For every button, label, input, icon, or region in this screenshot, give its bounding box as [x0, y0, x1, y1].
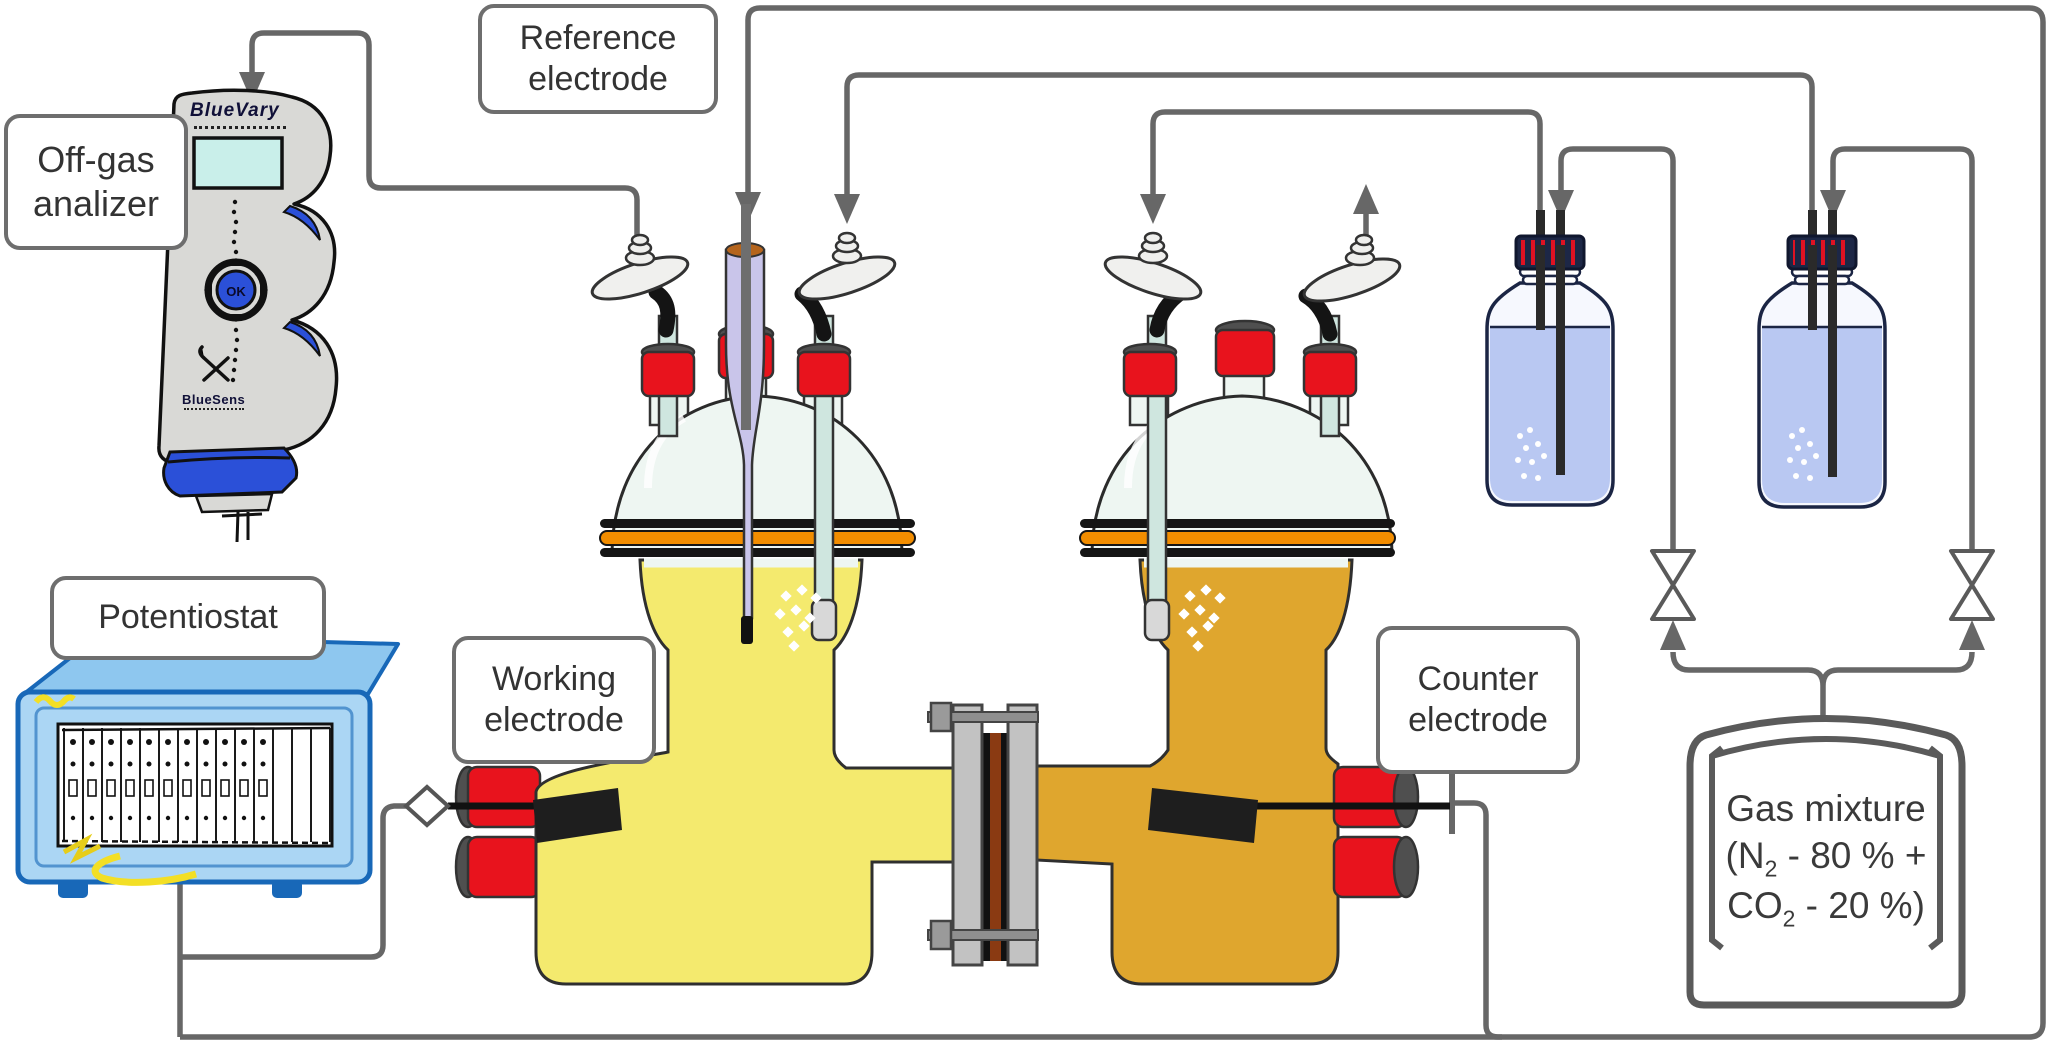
- reactor-right-side-ports: [1332, 765, 1420, 899]
- counter-electrode-plate: [1148, 788, 1258, 843]
- potentiostat-module-panel: [56, 722, 334, 848]
- flow-arrow-bottle1-icon: [1548, 190, 1574, 220]
- potentiostat-device: [15, 634, 400, 898]
- label-line: Counter: [1417, 659, 1539, 698]
- label-reference-electrode: Reference electrode: [478, 4, 718, 114]
- label-offgas-analyzer: Off-gas analizer: [4, 114, 188, 250]
- flow-arrow-bottle2-icon: [1820, 190, 1846, 220]
- gas-line-bottle-1: [1558, 146, 1676, 555]
- gas-line-left-reactor: [844, 72, 1815, 233]
- membrane-clamp: [927, 701, 1039, 967]
- gas-line-right-reactor: [1150, 109, 1543, 233]
- yellow-cable: [91, 852, 198, 886]
- gas-mixture-n2: (N2 - 80 % +: [1725, 834, 1927, 881]
- label-counter-electrode: Counter electrode: [1376, 626, 1580, 774]
- label-line: electrode: [528, 60, 668, 98]
- valve-2-icon: [1949, 549, 1995, 621]
- label-line: Potentiostat: [98, 598, 278, 637]
- filter-right-vent: [1302, 233, 1402, 303]
- filter-left-outlet: [590, 233, 690, 301]
- reference-electrode-probe: [717, 204, 775, 644]
- logo-dotted-underline: [194, 126, 286, 129]
- gas-mixture-tank: [1686, 715, 1966, 1009]
- label-line: Reference: [519, 18, 677, 57]
- reactor-left-side-ports: [454, 765, 542, 899]
- offgas-tubing-line: [249, 30, 640, 252]
- offgas-analyzer-device: OK: [157, 88, 339, 543]
- valve-1-icon: [1650, 549, 1696, 621]
- connector-diamond-icon: [403, 784, 451, 828]
- analyzer-display: [192, 136, 284, 190]
- gas-mixture-co2: CO2 - 20 %): [1727, 884, 1925, 932]
- reactor-left: [448, 204, 960, 986]
- reactor-left-liquid: [534, 558, 960, 986]
- label-line: analizer: [32, 183, 160, 224]
- reactor-right: [1034, 231, 1450, 986]
- bubbles-right: [1178, 584, 1226, 652]
- bubbles-left: [774, 584, 822, 652]
- dotted-line-icon: [230, 199, 240, 383]
- sensor-x-icon: [198, 345, 230, 382]
- gas-line-bottle-2: [1830, 146, 1975, 555]
- flow-arrow-valve1-icon: [1660, 620, 1686, 650]
- potentiostat-logo-squiggle: [33, 694, 76, 708]
- logo-dotted-underline: [184, 408, 244, 410]
- flow-arrow-into-analyzer-icon: [239, 72, 265, 102]
- reactor-right-liquid: [1034, 558, 1354, 986]
- ok-button-label: OK: [226, 284, 246, 299]
- flow-arrow-valve2-icon: [1959, 620, 1985, 650]
- counter-electrode-wire: [1452, 800, 1502, 1040]
- label-potentiostat: Potentiostat: [50, 576, 326, 660]
- flow-arrow-right-reactor-in-icon: [1140, 194, 1166, 224]
- label-line: Off-gas: [37, 139, 155, 181]
- label-gas-mixture: Gas mixture (N2 - 80 % + CO2 - 20 %): [1698, 786, 1954, 933]
- gas-mixture-title: Gas mixture: [1726, 788, 1926, 829]
- label-working-electrode: Working electrode: [452, 636, 656, 764]
- humidifier-bottle-2: [1757, 210, 1887, 509]
- working-electrode-wire: [180, 803, 406, 960]
- label-line: electrode: [484, 701, 624, 739]
- vent-arrow-icon: [1353, 184, 1379, 214]
- gas-source-split-line: [1670, 651, 1975, 744]
- label-line: Working: [491, 659, 617, 698]
- label-line: electrode: [1408, 701, 1548, 739]
- filter-right-inlet: [1103, 231, 1203, 301]
- humidifier-bottle-1: [1485, 210, 1615, 507]
- working-electrode-plate: [533, 788, 622, 843]
- reference-electrode-wire: [180, 5, 2046, 1040]
- analyzer-brand-logo: BlueVary: [190, 100, 280, 121]
- ok-dpad-button: OK: [204, 258, 268, 322]
- filter-left-inlet: [797, 231, 897, 301]
- flow-arrow-left-reactor-in-icon: [834, 194, 860, 224]
- analyzer-maker-logo: BlueSens: [182, 392, 246, 407]
